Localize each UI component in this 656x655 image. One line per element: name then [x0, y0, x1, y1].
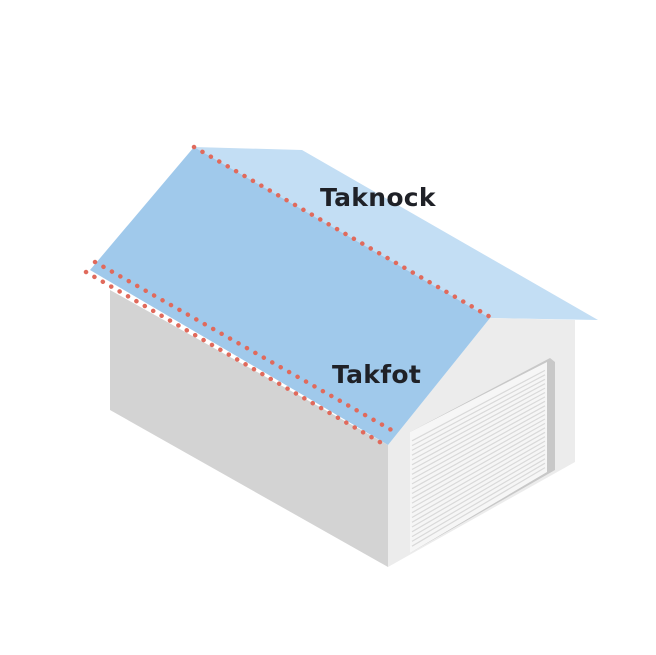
- door-slat-line: [411, 400, 546, 475]
- door-slat-line: [411, 391, 546, 466]
- door-slat-line: [411, 462, 546, 542]
- door-slat-line: [411, 378, 546, 451]
- door-slat-line: [411, 405, 546, 480]
- door-slat-line: [411, 440, 546, 519]
- eaves-label: Takfot: [332, 360, 421, 389]
- door-slat-line: [411, 427, 546, 504]
- door-slat-line: [411, 383, 546, 456]
- door-slat-line: [411, 453, 546, 533]
- door-slat-line: [411, 436, 546, 514]
- roof-front-plane: [90, 147, 490, 445]
- door-slat-line: [411, 467, 546, 547]
- eaves-dotted-line-lower: [83, 269, 388, 448]
- door-slat-line: [411, 431, 546, 509]
- door-slat-line: [411, 409, 546, 485]
- door-slat-line: [411, 374, 546, 447]
- door-slat-line: [411, 422, 546, 499]
- door-slat-line: [411, 444, 546, 523]
- garage-door-slats: [411, 369, 546, 547]
- door-slat-line: [411, 418, 546, 495]
- door-slat-line: [411, 387, 546, 461]
- ridge-label: Taknock: [320, 183, 437, 212]
- door-slat-line: [411, 458, 546, 538]
- door-slat-line: [411, 396, 546, 471]
- roof-back-plane: [194, 147, 598, 320]
- ridge-dotted-line: [191, 144, 495, 321]
- side-wall: [110, 290, 388, 567]
- door-slat-line: [411, 449, 546, 528]
- eaves-dotted-line-upper: [92, 259, 398, 435]
- door-slat-line: [411, 414, 546, 490]
- door-slat-line: [411, 369, 546, 442]
